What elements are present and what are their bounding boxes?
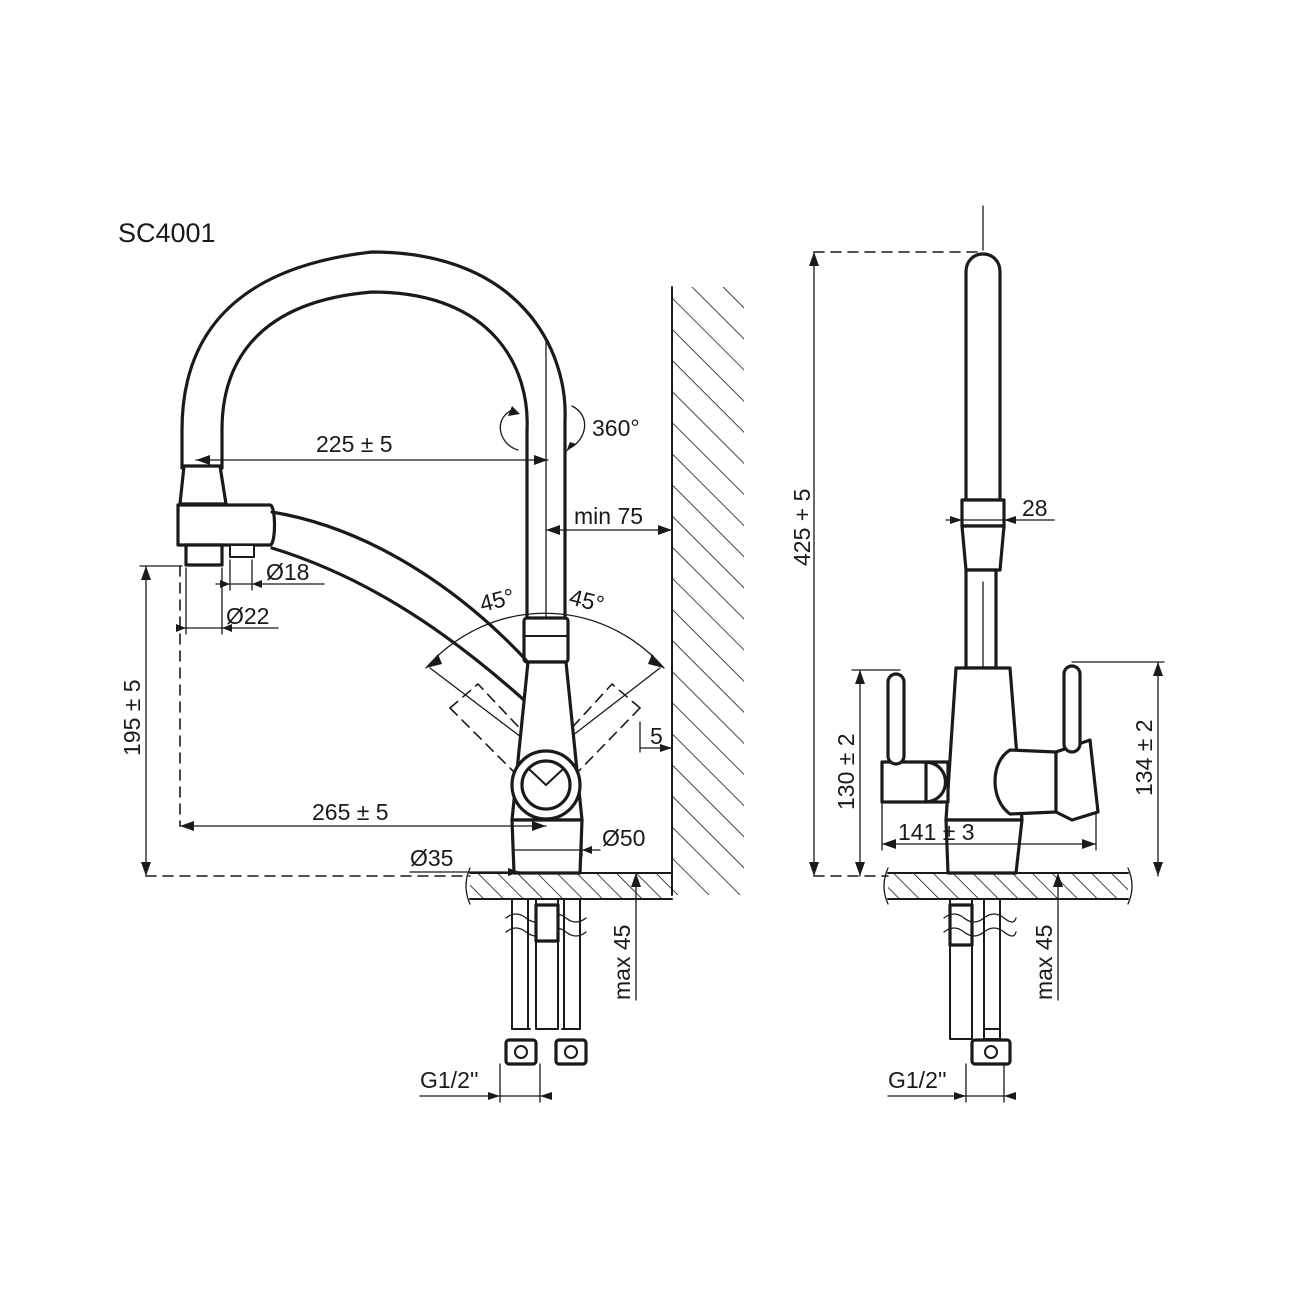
side-view: 425 + 5 28 130 ± 2 134 ± 2 [789,205,1165,1103]
supply-hoses-side [943,898,1017,1066]
dim-base-diameter: Ø35 [409,845,521,876]
dim-left-handle-height: 130 ± 2 [833,669,901,877]
rotation-label: 360° [592,415,640,441]
dim-connection-side: G1/2'' [887,1063,1016,1103]
dim-total-reach: 265 ± 5 [179,799,547,831]
handle-span-label: 141 ± 3 [898,819,975,845]
angle-left-label: 45° [477,583,517,617]
dim-handle-span: 141 ± 3 [881,801,1097,851]
connection-front-label: G1/2'' [420,1067,479,1093]
supply-hoses-front [504,898,588,1066]
dim-body-diameter: Ø50 [511,819,645,857]
mixer-body [510,660,584,875]
wall-clearance-label: min 75 [574,503,643,529]
dim-max-countertop-front: max 45 [609,872,641,1001]
outlet-large-diameter-label: Ø22 [226,603,269,629]
dim-right-handle-height: 134 ± 2 [1071,661,1165,877]
spout-side [960,205,1006,691]
max-countertop-side-label: max 45 [1031,925,1057,1000]
dim-max-countertop-side: max 45 [1031,872,1063,1001]
left-handle-height-label: 130 ± 2 [833,733,859,810]
right-handle [993,664,1100,822]
outlet-height-label: 195 ± 5 [119,679,145,756]
dim-outlet-diameters: Ø18 Ø22 [176,559,325,635]
dim-spout-reach: 225 ± 5 [195,431,549,465]
dim-outlet-height: 195 ± 5 [119,565,471,877]
outlet-small-diameter-label: Ø18 [266,559,309,585]
base-diameter-label: Ø35 [410,845,453,871]
max-countertop-front-label: max 45 [609,925,635,1000]
right-handle-height-label: 134 ± 2 [1131,719,1157,796]
left-handle [880,672,950,804]
model-title: SC4001 [118,218,216,248]
dim-wall-clearance: min 75 [545,503,673,535]
total-reach-label: 265 ± 5 [312,799,389,825]
lever-offset-label: 5 [650,723,663,749]
wall [671,286,744,896]
front-view: 360° 225 ± 5 min 75 Ø18 [119,250,744,1103]
dim-lever-offset: 5 [639,721,673,753]
spout-reach-label: 225 ± 5 [316,431,393,457]
spout-diameter-label: 28 [1022,495,1048,521]
connection-side-label: G1/2'' [888,1067,947,1093]
dim-connection-front: G1/2'' [419,1063,552,1103]
body-diameter-label: Ø50 [602,825,645,851]
dim-total-height: 425 + 5 [789,251,981,877]
angle-right-label: 45° [567,584,607,618]
spray-head [176,464,528,702]
dim-spout-diameter: 28 [945,495,1055,524]
total-height-label: 425 + 5 [789,489,815,566]
rotation-indicator: 360° [499,405,640,452]
